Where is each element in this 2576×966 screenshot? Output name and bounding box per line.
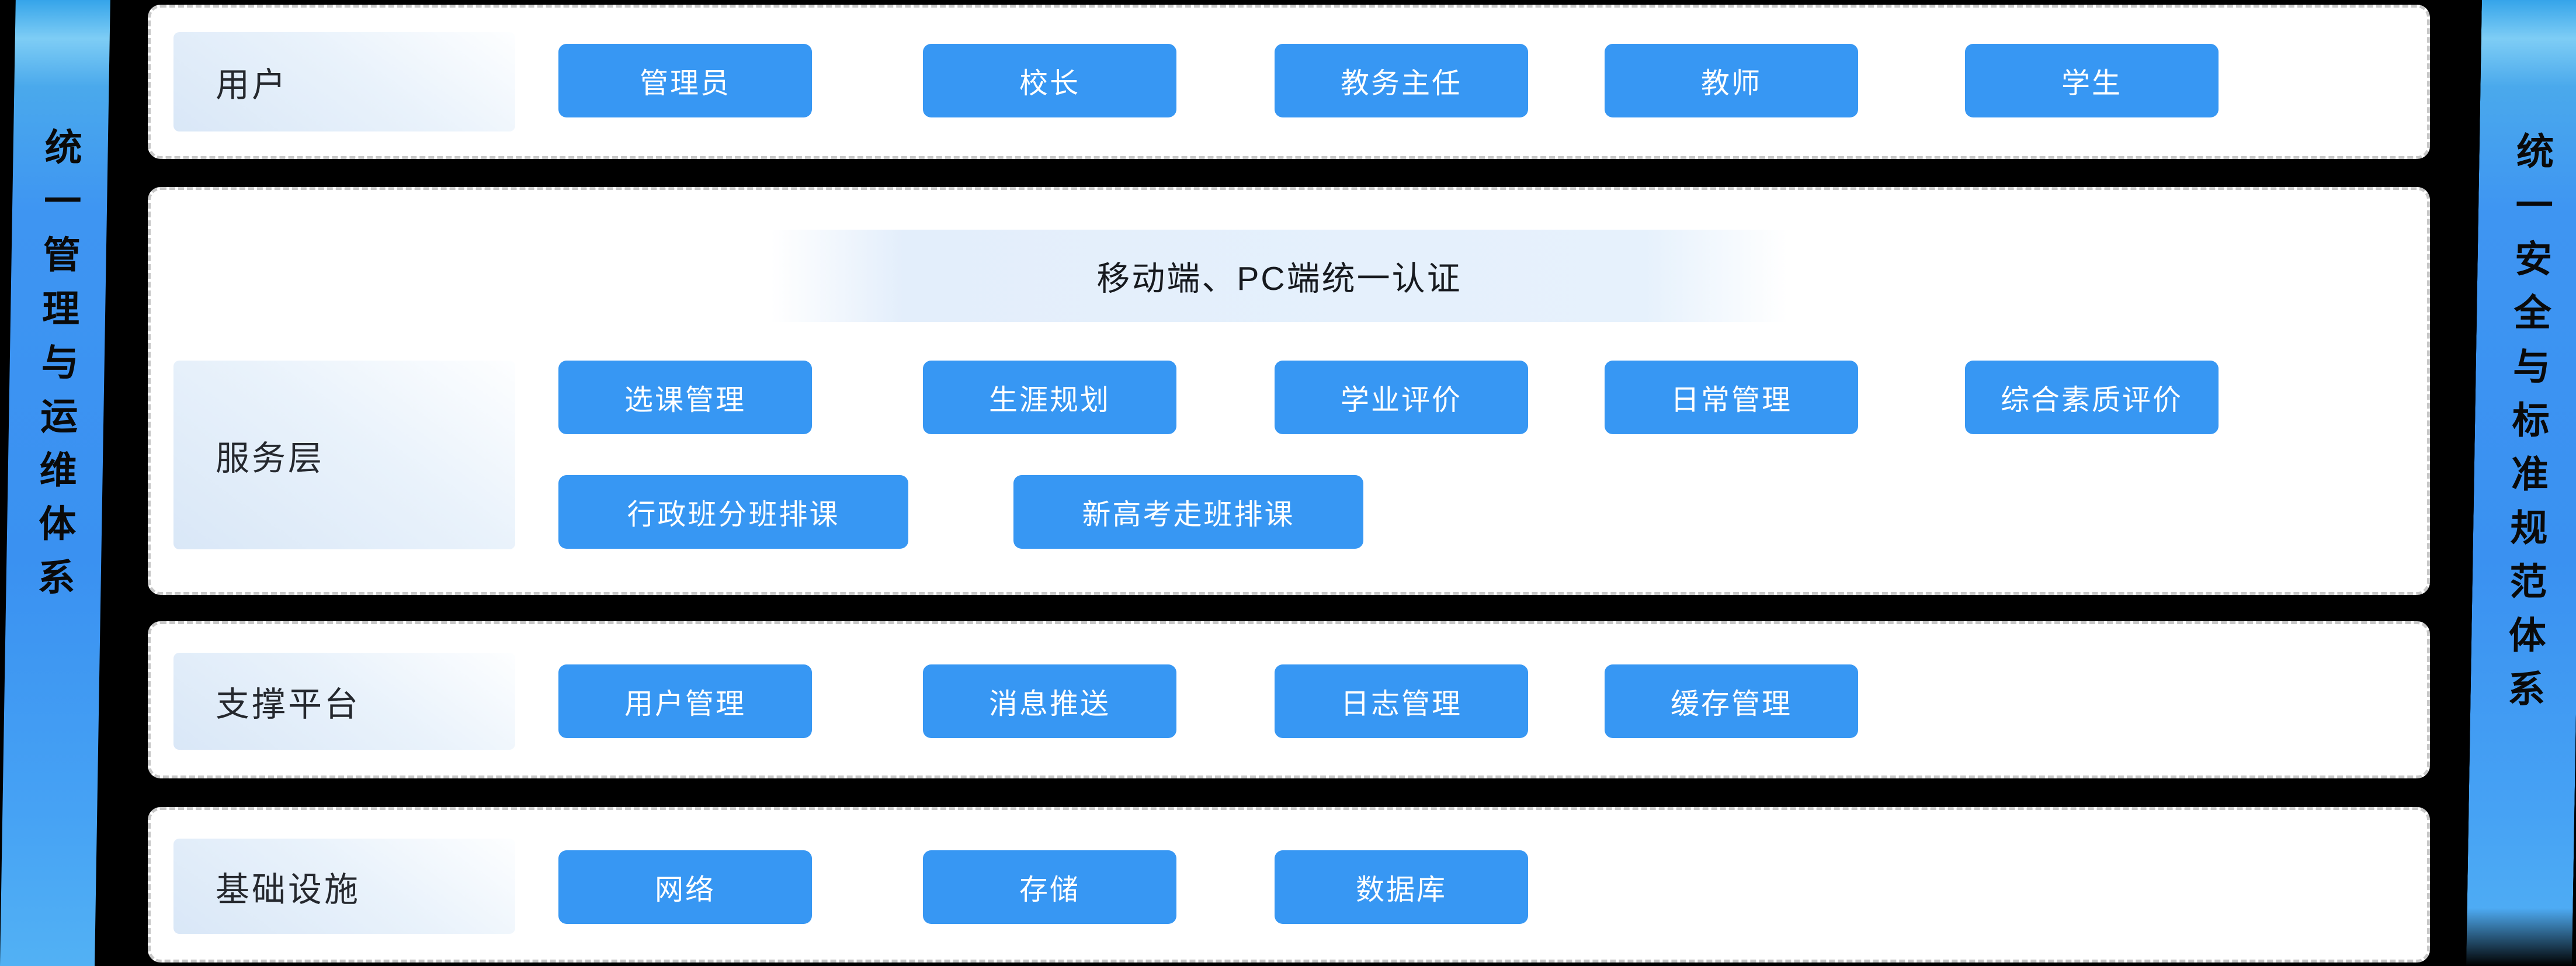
row-label-service-layer-text: 服务层 [216, 439, 325, 477]
row-label-infrastructure-text: 基础设施 [216, 870, 361, 909]
left-banner: 统一管理与运维体系 [0, 0, 110, 966]
panel-service-layer: 移动端、PC端统一认证 服务层 选课管理 生涯规划 学业评价 日常管理 综合素质… [148, 187, 2430, 595]
node-admin: 管理员 [558, 44, 812, 117]
node-course-selection: 选课管理 [558, 361, 812, 434]
node-teacher: 教师 [1605, 44, 1858, 117]
node-admin-class-scheduling: 行政班分班排课 [558, 475, 908, 549]
node-dean-of-studies: 教务主任 [1275, 44, 1528, 117]
row-label-users-text: 用户 [216, 66, 289, 104]
right-banner-label: 统一安全与标准规范体系 [2502, 131, 2554, 723]
node-log-management: 日志管理 [1275, 664, 1528, 738]
row-label-users: 用户 [173, 32, 515, 131]
node-new-gaokao-class-scheduling: 新高考走班排课 [1013, 475, 1363, 549]
left-banner-label: 统一管理与运维体系 [32, 127, 82, 611]
node-student: 学生 [1965, 44, 2219, 117]
node-principal: 校长 [923, 44, 1176, 117]
row-label-support-platform: 支撑平台 [173, 653, 515, 750]
node-academic-evaluation: 学业评价 [1275, 361, 1528, 434]
unified-auth-banner: 移动端、PC端统一认证 [771, 230, 1787, 322]
node-database: 数据库 [1275, 850, 1528, 924]
row-label-infrastructure: 基础设施 [173, 839, 515, 934]
panel-users: 用户 管理员 校长 教务主任 教师 学生 [148, 5, 2430, 159]
row-label-support-platform-text: 支撑平台 [216, 685, 361, 723]
node-daily-management: 日常管理 [1605, 361, 1858, 434]
node-message-push: 消息推送 [923, 664, 1176, 738]
panel-infrastructure: 基础设施 网络 存储 数据库 [148, 807, 2430, 962]
node-career-planning: 生涯规划 [923, 361, 1176, 434]
node-network: 网络 [558, 850, 812, 924]
node-storage: 存储 [923, 850, 1176, 924]
node-cache-management: 缓存管理 [1605, 664, 1858, 738]
unified-auth-banner-text: 移动端、PC端统一认证 [1096, 260, 1462, 297]
row-label-service-layer: 服务层 [173, 361, 515, 549]
node-comprehensive-quality-evaluation: 综合素质评价 [1965, 361, 2219, 434]
right-banner: 统一安全与标准规范体系 [2466, 0, 2576, 966]
panel-support-platform: 支撑平台 用户管理 消息推送 日志管理 缓存管理 [148, 621, 2430, 778]
node-user-management: 用户管理 [558, 664, 812, 738]
